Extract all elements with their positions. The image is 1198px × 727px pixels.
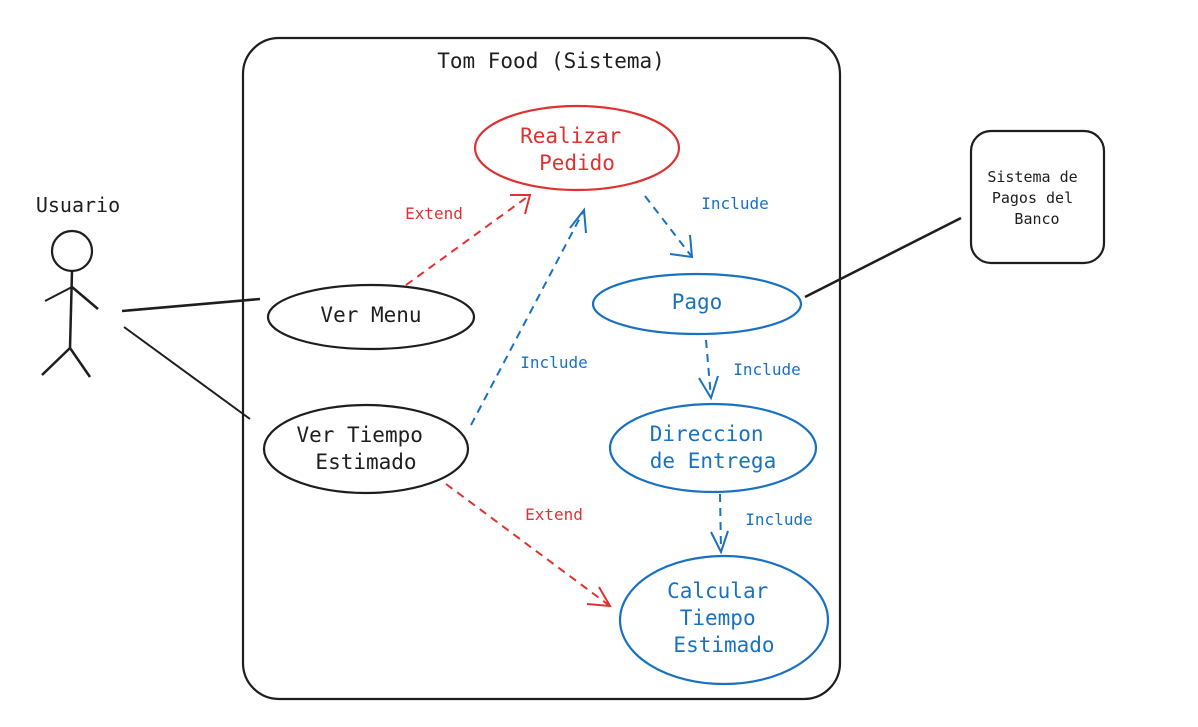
- include-arrow-head: [698, 375, 719, 401]
- use-case-pago: Pago: [591, 272, 803, 336]
- include-direccion-calcular: Include: [710, 493, 813, 555]
- include-pago-direccion: Include: [698, 339, 801, 401]
- actor-right-arm: [71, 286, 99, 310]
- use-case-ver-tiempo: Ver Tiempo Estimado: [262, 403, 470, 495]
- extend-menu-pedido: Extend: [405, 194, 532, 286]
- use-case-calcular: Calcular Tiempo Estimado: [618, 554, 830, 686]
- actor-usuario-label: Usuario: [36, 193, 120, 217]
- use-case-direccion-shape: [608, 402, 818, 494]
- include-arrow-head: [669, 234, 694, 259]
- assoc-usuario-tiempo: [123, 326, 251, 420]
- actor-left-arm: [44, 286, 73, 302]
- actor-usuario: Usuario: [36, 193, 120, 378]
- use-case-calcular-label: Calcular Tiempo Estimado: [667, 579, 781, 657]
- assoc-pago-banco: [804, 216, 962, 299]
- actor-banco-box: [969, 129, 1106, 265]
- include-arrow-head: [710, 530, 729, 555]
- extend-arrow-head: [510, 194, 532, 215]
- include-arrow-line: [719, 493, 722, 552]
- include-arrow-line: [644, 195, 693, 258]
- include-arrow-line: [470, 211, 584, 426]
- include-label: Include: [701, 194, 768, 213]
- extend-arrow-line: [445, 483, 611, 607]
- use-case-ver-tiempo-shape: [262, 403, 470, 495]
- include-label: Include: [520, 353, 587, 372]
- use-case-realizar-pedido-shape: [473, 104, 681, 192]
- use-case-realizar-pedido: Realizar Pedido: [473, 104, 681, 192]
- extend-tiempo-calcular: Extend: [445, 483, 612, 608]
- include-pedido-pago: Include: [644, 194, 769, 259]
- actor-banco-label: Sistema de Pagos del Banco: [987, 168, 1086, 228]
- extend-label: Extend: [525, 505, 583, 524]
- actor-banco: Sistema de Pagos del Banco: [969, 129, 1106, 265]
- actor-right-leg: [68, 347, 92, 378]
- use-case-realizar-pedido-label: Realizar Pedido: [520, 124, 634, 175]
- assoc-usuario-menu: [121, 297, 261, 313]
- use-case-pago-shape: [591, 272, 803, 336]
- use-case-pago-label: Pago: [672, 290, 723, 314]
- extend-label: Extend: [405, 204, 463, 223]
- extend-arrow-line: [405, 194, 531, 286]
- include-arrow-head: [569, 207, 587, 234]
- use-case-direccion-label: Direccion de Entrega: [650, 422, 776, 473]
- system-title: Tom Food (Sistema): [437, 49, 665, 73]
- include-tiempo-pedido: Include: [470, 207, 588, 426]
- use-case-ver-menu-label: Ver Menu: [320, 303, 421, 327]
- use-case-ver-tiempo-label: Ver Tiempo Estimado: [296, 423, 435, 474]
- use-case-direccion: Direccion de Entrega: [608, 402, 818, 494]
- use-case-ver-menu-shape: [266, 283, 476, 351]
- include-label: Include: [745, 510, 812, 529]
- actor-head: [50, 229, 94, 273]
- extend-arrow-head: [586, 586, 612, 608]
- actor-left-leg: [41, 347, 71, 376]
- include-arrow-line: [705, 339, 712, 399]
- include-label: Include: [733, 360, 800, 379]
- use-case-ver-menu: Ver Menu: [266, 283, 476, 351]
- actor-body: [68, 270, 74, 349]
- use-case-calcular-shape: [618, 554, 830, 686]
- system-boundary: [241, 36, 842, 701]
